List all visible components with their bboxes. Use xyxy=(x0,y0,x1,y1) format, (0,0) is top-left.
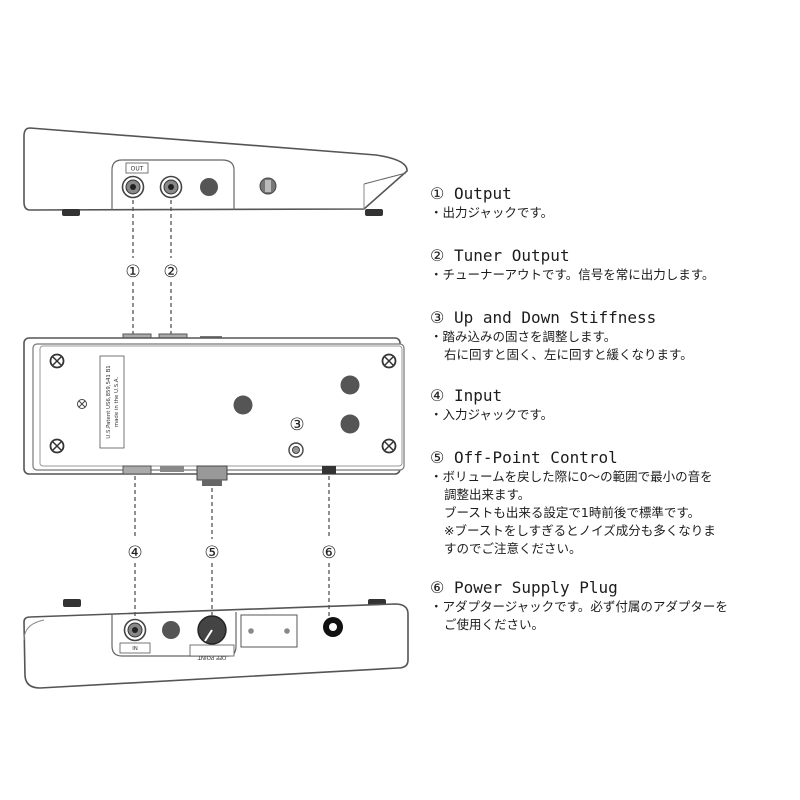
knob-icon xyxy=(259,177,277,195)
legend-text: ・出力ジャックです。 xyxy=(430,205,554,220)
legend-text: ・ボリュームを戻した際に0〜の範囲で最小の音を xyxy=(430,469,713,484)
patent-label: U.S.Patent US6,859,541 B1 xyxy=(106,365,112,438)
power-plug-icon xyxy=(323,617,343,637)
legend-power: ⑥ Power Supply Plug ・アダプタージャックです。必ず付属のアダ… xyxy=(430,578,792,634)
legend-title: ⑥ Power Supply Plug xyxy=(430,578,618,597)
legend-text: ・チューナーアウトです。信号を常に出力します。 xyxy=(430,267,715,282)
top-side-view: OUT xyxy=(23,127,408,216)
off-point-label: OFF POINT xyxy=(197,654,226,660)
callout-2: ② xyxy=(163,262,178,282)
top-view: U.S.Patent US6,859,541 B1 made in the U.… xyxy=(23,333,405,486)
made-in-label: made in the U.S.A. xyxy=(114,377,120,428)
legend-text: ※ブーストをしすぎるとノイズ成分も多くなりま xyxy=(444,523,716,538)
legend-title: ④ Input xyxy=(430,386,503,405)
legend-text: ブーストも出来る設定で1時前後で標準です。 xyxy=(444,505,701,520)
legend-output: ① Output ・出力ジャックです。 xyxy=(430,184,792,222)
stiffness-screw-icon xyxy=(288,442,304,458)
screw-hole-icon xyxy=(200,178,218,196)
callout-3: ③ xyxy=(289,415,304,435)
in-label: IN xyxy=(132,646,138,652)
legend-text: ・踏み込みの固さを調整します。 xyxy=(430,329,617,344)
legend-title: ① Output xyxy=(430,184,512,203)
legend-title: ⑤ Off-Point Control xyxy=(430,448,618,467)
legend-off-point: ⑤ Off-Point Control ・ボリュームを戻した際に0〜の範囲で最小… xyxy=(430,448,792,558)
bottom-side-view: IN OFF POINT xyxy=(23,599,409,689)
pedal-diagram: OUT xyxy=(23,127,409,689)
legend-text: すのでご注意ください。 xyxy=(444,541,582,556)
callout-6: ⑥ xyxy=(321,543,336,563)
legend-text: ・アダプタージャックです。必ず付属のアダプターを xyxy=(430,599,728,614)
callout-5: ⑤ xyxy=(204,543,219,563)
legend-text: 調整出来ます。 xyxy=(444,487,531,502)
legend-title: ③ Up and Down Stiffness xyxy=(430,308,657,327)
input-jack-icon xyxy=(123,618,147,642)
legend-input: ④ Input ・入力ジャックです。 xyxy=(430,386,792,424)
legend-text: ご使用ください。 xyxy=(444,617,545,632)
out-label: OUT xyxy=(131,166,144,173)
legend-text: ・入力ジャックです。 xyxy=(430,407,554,422)
small-screw-icon xyxy=(77,399,87,409)
tuner-output-jack-icon xyxy=(159,175,183,199)
legend-title: ② Tuner Output xyxy=(430,246,570,265)
off-point-knob-icon xyxy=(197,615,227,645)
callout-4: ④ xyxy=(127,543,142,563)
legend-tuner-output: ② Tuner Output ・チューナーアウトです。信号を常に出力します。 xyxy=(430,246,792,284)
output-jack-icon xyxy=(121,175,145,199)
callout-1: ① xyxy=(125,262,140,282)
legend-text: 右に回すと固く、左に回すと緩くなります。 xyxy=(444,347,693,362)
legend-stiffness: ③ Up and Down Stiffness ・踏み込みの固さを調整します。 … xyxy=(430,308,792,364)
